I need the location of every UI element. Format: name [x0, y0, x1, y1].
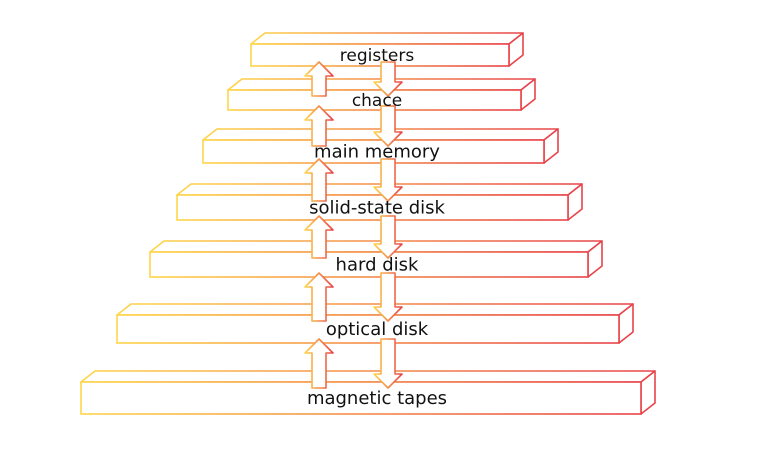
down-arrow-3 — [373, 158, 403, 202]
up-arrow-1 — [304, 61, 334, 97]
up-arrow-5 — [304, 272, 334, 322]
level-front-face — [227, 89, 522, 111]
level-front-face — [250, 43, 510, 67]
level-top-face — [250, 32, 524, 45]
transfer-arrows — [304, 61, 403, 389]
level-box-4 — [176, 183, 583, 221]
level-label-3: main memory — [314, 142, 440, 163]
level-label-1: registers — [340, 46, 415, 66]
down-arrow-6 — [373, 338, 403, 389]
level-box-6 — [116, 303, 634, 344]
level-label-4: solid-state disk — [309, 198, 445, 219]
up-arrow-2 — [304, 105, 334, 147]
level-label-7: magnetic tapes — [307, 388, 447, 409]
level-top-face — [116, 303, 634, 316]
level-front-face — [80, 381, 642, 415]
level-label-2: chace — [352, 91, 402, 111]
down-arrow-2 — [373, 105, 403, 147]
level-box-5 — [149, 240, 603, 278]
up-arrow-4 — [304, 215, 334, 259]
up-arrow-6 — [304, 338, 334, 389]
down-arrow-4 — [373, 215, 403, 259]
level-front-face — [116, 314, 620, 344]
level-front-face — [149, 251, 589, 278]
level-box-7 — [80, 370, 656, 415]
level-labels: registers chace main memory solid-state dis… — [307, 46, 447, 409]
level-front-face — [202, 139, 545, 164]
level-label-6: optical disk — [326, 319, 429, 340]
level-box-2 — [227, 78, 536, 111]
level-top-face — [80, 370, 656, 383]
level-front-face — [176, 194, 569, 221]
down-arrow-5 — [373, 272, 403, 322]
level-label-5: hard disk — [336, 255, 419, 276]
up-arrow-3 — [304, 158, 334, 202]
level-box-1 — [250, 32, 524, 67]
down-arrow-1 — [373, 61, 403, 97]
